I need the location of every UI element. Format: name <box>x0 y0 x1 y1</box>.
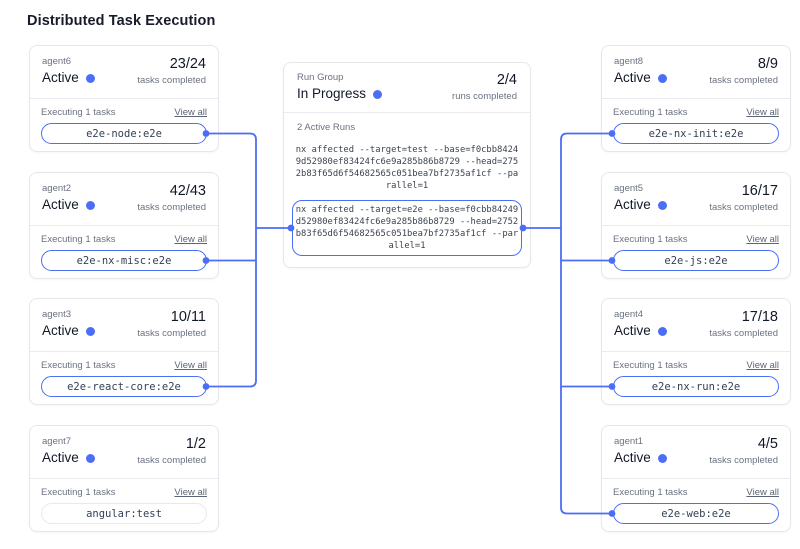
task-pill[interactable]: e2e-react-core:e2e <box>41 376 207 397</box>
agent-name: agent4 <box>614 309 644 320</box>
agent-card-agent5: agent5 Active 16/17 tasks completed Exec… <box>601 172 791 279</box>
view-all-link[interactable]: View all <box>746 360 779 371</box>
status-dot-icon <box>373 89 383 99</box>
run-command-test: nx affected --target=test --base=f0cbb84… <box>295 145 519 191</box>
agent-card-header: agent3 Active 10/11 tasks completed <box>30 299 218 352</box>
task-pill[interactable]: e2e-nx-init:e2e <box>613 123 779 144</box>
tasks-count-label: tasks completed <box>709 75 778 86</box>
task-pill[interactable]: e2e-node:e2e <box>41 123 207 144</box>
agent-card-header: agent6 Active 23/24 tasks completed <box>30 46 218 99</box>
tasks-count-label: tasks completed <box>709 455 778 466</box>
agent-card-agent1: agent1 Active 4/5 tasks completed Execut… <box>601 425 791 532</box>
task-pill[interactable]: e2e-nx-run:e2e <box>613 376 779 397</box>
tasks-count-label: tasks completed <box>137 75 206 86</box>
view-all-link[interactable]: View all <box>174 487 207 498</box>
agent-name: agent1 <box>614 436 644 447</box>
status-dot-icon <box>657 453 667 463</box>
tasks-count: 23/24 <box>169 56 206 72</box>
run-command-e2e[interactable]: nx affected --target=e2e --base=f0cbb842… <box>292 200 522 256</box>
run-group-label: Run Group <box>297 72 344 83</box>
agent-status: Active <box>42 323 79 338</box>
task-name: e2e-nx-init:e2e <box>648 127 744 140</box>
agent-card-header: agent4 Active 17/18 tasks completed <box>602 299 790 352</box>
agent-status: Active <box>42 450 79 465</box>
tasks-count: 1/2 <box>185 436 206 452</box>
agent-card-agent3: agent3 Active 10/11 tasks completed Exec… <box>29 298 219 405</box>
executing-label: Executing 1 tasks <box>41 360 116 371</box>
runs-count-label: runs completed <box>452 91 517 102</box>
run-group-card: Run Group In Progress 2/4 runs completed… <box>283 62 531 268</box>
task-name: e2e-nx-run:e2e <box>651 380 741 393</box>
task-pill[interactable]: e2e-web:e2e <box>613 503 779 524</box>
agent-status: Active <box>42 70 79 85</box>
tasks-count-label: tasks completed <box>137 328 206 339</box>
active-runs-label: 2 Active Runs <box>297 122 356 133</box>
view-all-link[interactable]: View all <box>174 360 207 371</box>
tasks-count: 4/5 <box>757 436 778 452</box>
tasks-count: 8/9 <box>757 56 778 72</box>
page-title: Distributed Task Execution <box>27 13 216 29</box>
status-dot-icon <box>657 73 667 83</box>
executing-label: Executing 1 tasks <box>41 234 116 245</box>
executing-label: Executing 1 tasks <box>613 360 688 371</box>
executing-label: Executing 1 tasks <box>41 487 116 498</box>
tasks-count-label: tasks completed <box>709 202 778 213</box>
view-all-link[interactable]: View all <box>174 234 207 245</box>
executing-label: Executing 1 tasks <box>613 487 688 498</box>
agent-card-header: agent7 Active 1/2 tasks completed <box>30 426 218 479</box>
agent-name: agent6 <box>42 56 72 67</box>
agent-card-agent4: agent4 Active 17/18 tasks completed Exec… <box>601 298 791 405</box>
runs-count: 2/4 <box>496 72 517 88</box>
agent-name: agent7 <box>42 436 72 447</box>
tasks-count: 42/43 <box>169 183 206 199</box>
agent-status: Active <box>614 323 651 338</box>
agent-name: agent5 <box>614 183 644 194</box>
executing-label: Executing 1 tasks <box>613 234 688 245</box>
task-name: e2e-js:e2e <box>664 254 728 267</box>
agent-status: Active <box>42 197 79 212</box>
view-all-link[interactable]: View all <box>746 234 779 245</box>
task-pill[interactable]: e2e-js:e2e <box>613 250 779 271</box>
agent-status: Active <box>614 450 651 465</box>
view-all-link[interactable]: View all <box>746 107 779 118</box>
agent-card-header: agent2 Active 42/43 tasks completed <box>30 173 218 226</box>
executing-label: Executing 1 tasks <box>613 107 688 118</box>
agent-name: agent8 <box>614 56 644 67</box>
task-pill[interactable]: angular:test <box>41 503 207 524</box>
agent-card-agent2: agent2 Active 42/43 tasks completed Exec… <box>29 172 219 279</box>
task-name: e2e-nx-misc:e2e <box>76 254 172 267</box>
task-name: e2e-web:e2e <box>661 507 731 520</box>
agent-card-agent7: agent7 Active 1/2 tasks completed Execut… <box>29 425 219 532</box>
tasks-count-label: tasks completed <box>137 455 206 466</box>
status-dot-icon <box>85 453 95 463</box>
agent-name: agent2 <box>42 183 72 194</box>
status-dot-icon <box>657 326 667 336</box>
agent-card-agent6: agent6 Active 23/24 tasks completed Exec… <box>29 45 219 152</box>
agent-status: Active <box>614 70 651 85</box>
agent-card-header: agent8 Active 8/9 tasks completed <box>602 46 790 99</box>
tasks-count-label: tasks completed <box>709 328 778 339</box>
task-name: e2e-react-core:e2e <box>67 380 181 393</box>
run-group-status: In Progress <box>297 86 367 101</box>
run-group-header: Run Group In Progress 2/4 runs completed <box>284 63 530 113</box>
executing-label: Executing 1 tasks <box>41 107 116 118</box>
task-name: angular:test <box>86 507 162 520</box>
agent-name: agent3 <box>42 309 72 320</box>
status-dot-icon <box>657 200 667 210</box>
agent-status: Active <box>614 197 651 212</box>
status-dot-icon <box>85 73 95 83</box>
tasks-count-label: tasks completed <box>137 202 206 213</box>
agent-card-header: agent5 Active 16/17 tasks completed <box>602 173 790 226</box>
task-name: e2e-node:e2e <box>86 127 162 140</box>
tasks-count: 16/17 <box>741 183 778 199</box>
tasks-count: 10/11 <box>170 309 206 325</box>
agent-card-header: agent1 Active 4/5 tasks completed <box>602 426 790 479</box>
tasks-count: 17/18 <box>741 309 778 325</box>
status-dot-icon <box>85 200 95 210</box>
status-dot-icon <box>85 326 95 336</box>
view-all-link[interactable]: View all <box>174 107 207 118</box>
agent-card-agent8: agent8 Active 8/9 tasks completed Execut… <box>601 45 791 152</box>
task-pill[interactable]: e2e-nx-misc:e2e <box>41 250 207 271</box>
view-all-link[interactable]: View all <box>746 487 779 498</box>
